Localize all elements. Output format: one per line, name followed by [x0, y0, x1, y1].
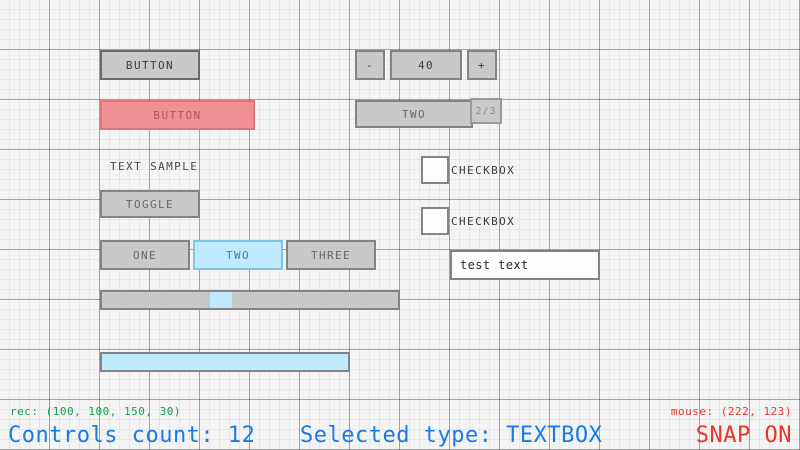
- textbox[interactable]: test text: [450, 250, 600, 280]
- checkbox-box-2[interactable]: [421, 207, 449, 235]
- spinner-decrement-button[interactable]: -: [355, 50, 385, 80]
- spinner-decrement-label: -: [365, 58, 375, 72]
- spinner-value-label: 40: [417, 58, 435, 72]
- status-rec: rec: (100, 100, 150, 30): [10, 405, 181, 418]
- toggle-group-option-three-label: THREE: [310, 248, 352, 262]
- status-mouse: mouse: (222, 123): [670, 405, 792, 418]
- toggle-group-option-one-label: ONE: [132, 248, 158, 262]
- toggle-group-option-one[interactable]: ONE: [100, 240, 190, 270]
- label-text-sample: TEXT SAMPLE: [110, 155, 270, 177]
- checkbox-row-2[interactable]: CHECKBOX: [421, 207, 551, 235]
- toggle-group-option-two-label: TWO: [225, 248, 251, 262]
- checkbox-label-1: CHECKBOX: [451, 163, 516, 177]
- dropdown-box-value: TWO: [401, 107, 427, 121]
- progressbar-fill: [102, 354, 348, 370]
- label-text-sample-text: TEXT SAMPLE: [110, 159, 199, 173]
- textbox-value: test text: [460, 258, 529, 272]
- dropdown-index-indicator: 2/3: [470, 98, 502, 124]
- dropdown-box[interactable]: TWO: [355, 100, 473, 128]
- toggle-button[interactable]: TOGGLE: [100, 190, 200, 218]
- button-danger[interactable]: BUTTON: [100, 100, 255, 130]
- spinner-increment-button[interactable]: +: [467, 50, 497, 80]
- dropdown-index-label: 2/3: [475, 105, 497, 117]
- toggle-group-option-three[interactable]: THREE: [286, 240, 376, 270]
- checkbox-row-1[interactable]: CHECKBOX: [421, 156, 551, 184]
- checkbox-label-2: CHECKBOX: [451, 214, 516, 228]
- button-plain[interactable]: BUTTON: [100, 50, 200, 80]
- slider[interactable]: [100, 290, 400, 310]
- toggle-button-label: TOGGLE: [125, 197, 175, 211]
- button-plain-label: BUTTON: [125, 58, 175, 72]
- spinner-increment-label: +: [477, 58, 487, 72]
- progressbar: [100, 352, 350, 372]
- slider-handle[interactable]: [210, 292, 232, 308]
- button-danger-label: BUTTON: [153, 108, 202, 122]
- spinner-value[interactable]: 40: [390, 50, 462, 80]
- toggle-group-option-two[interactable]: TWO: [193, 240, 283, 270]
- status-controls-count: Controls count: 12: [8, 423, 256, 448]
- status-selected-type: Selected type: TEXTBOX: [300, 423, 603, 448]
- status-snap: SNAP ON: [695, 423, 792, 448]
- checkbox-box-1[interactable]: [421, 156, 449, 184]
